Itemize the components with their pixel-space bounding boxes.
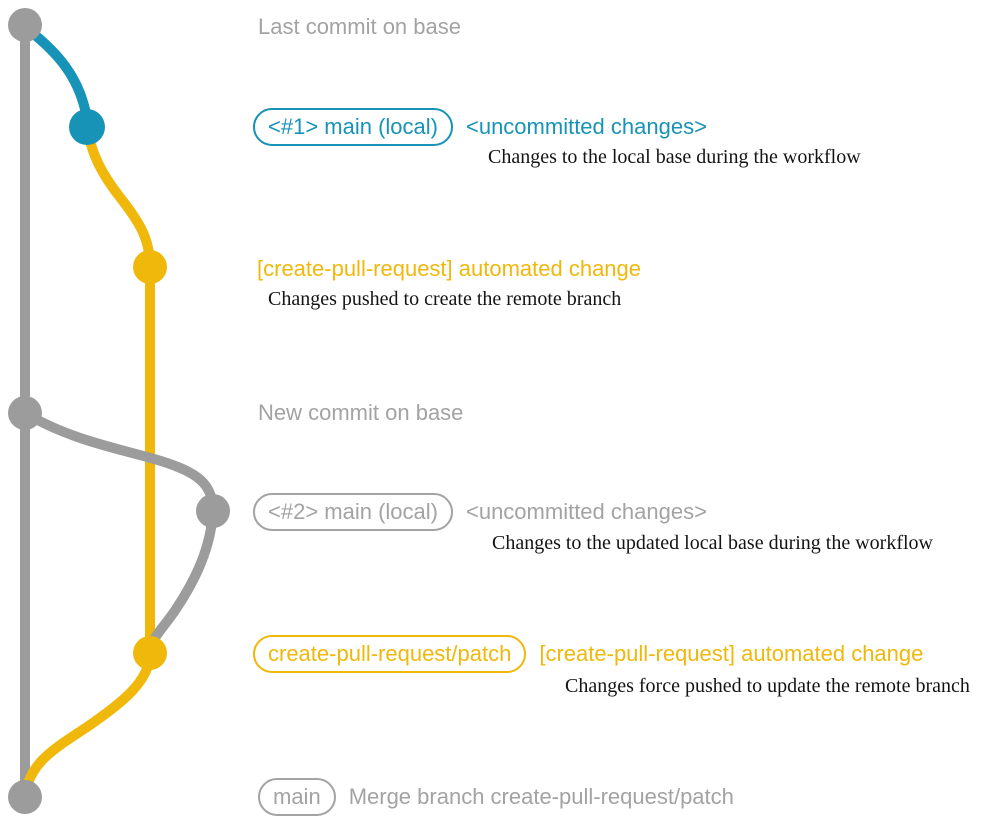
row-main-local-1: <#1> main (local) <uncommitted changes> <box>253 108 707 146</box>
row-main-local-2: <#2> main (local) <uncommitted changes> <box>253 493 707 531</box>
commit-title-uncommitted-1: <uncommitted changes> <box>465 114 707 139</box>
base-update-curve-right <box>20 408 218 516</box>
commit-node-automated-change-1 <box>133 250 167 284</box>
caption-automated-2: Changes force pushed to update the remot… <box>565 675 970 697</box>
commit-node-merge <box>8 780 42 814</box>
commit-node-main-local-2 <box>196 494 230 528</box>
patch-merge-curve <box>20 648 155 800</box>
commit-node-automated-change-2 <box>133 636 167 670</box>
commit-title-automated-2: [create-pull-request] automated change <box>539 641 924 666</box>
commit-title-automated-1: [create-pull-request] automated change <box>257 256 642 281</box>
caption-uncommitted-1: Changes to the local base during the wor… <box>488 146 861 168</box>
branch-badge-main-local-1: <#1> main (local) <box>253 108 453 146</box>
row-merge: main Merge branch create-pull-request/pa… <box>258 778 734 816</box>
commit-node-last-base <box>8 8 42 42</box>
caption-uncommitted-2: Changes to the updated local base during… <box>492 532 933 554</box>
commit-title-uncommitted-2: <uncommitted changes> <box>465 499 707 524</box>
branch-badge-patch: create-pull-request/patch <box>253 635 527 673</box>
row-patch-branch: create-pull-request/patch [create-pull-r… <box>253 635 923 673</box>
branch-badge-main-local-2: <#2> main (local) <box>253 493 453 531</box>
caption-automated-1: Changes pushed to create the remote bran… <box>268 288 622 310</box>
last-commit-heading: Last commit on base <box>258 14 461 39</box>
commit-node-main-local-1 <box>69 109 105 145</box>
base-update-curve-down <box>145 506 218 658</box>
branch-badge-main: main <box>258 778 336 816</box>
commit-node-new-base <box>8 396 42 430</box>
new-commit-heading: New commit on base <box>258 400 464 425</box>
commit-title-merge: Merge branch create-pull-request/patch <box>348 784 734 809</box>
patch-branch-curve-top <box>82 122 155 272</box>
